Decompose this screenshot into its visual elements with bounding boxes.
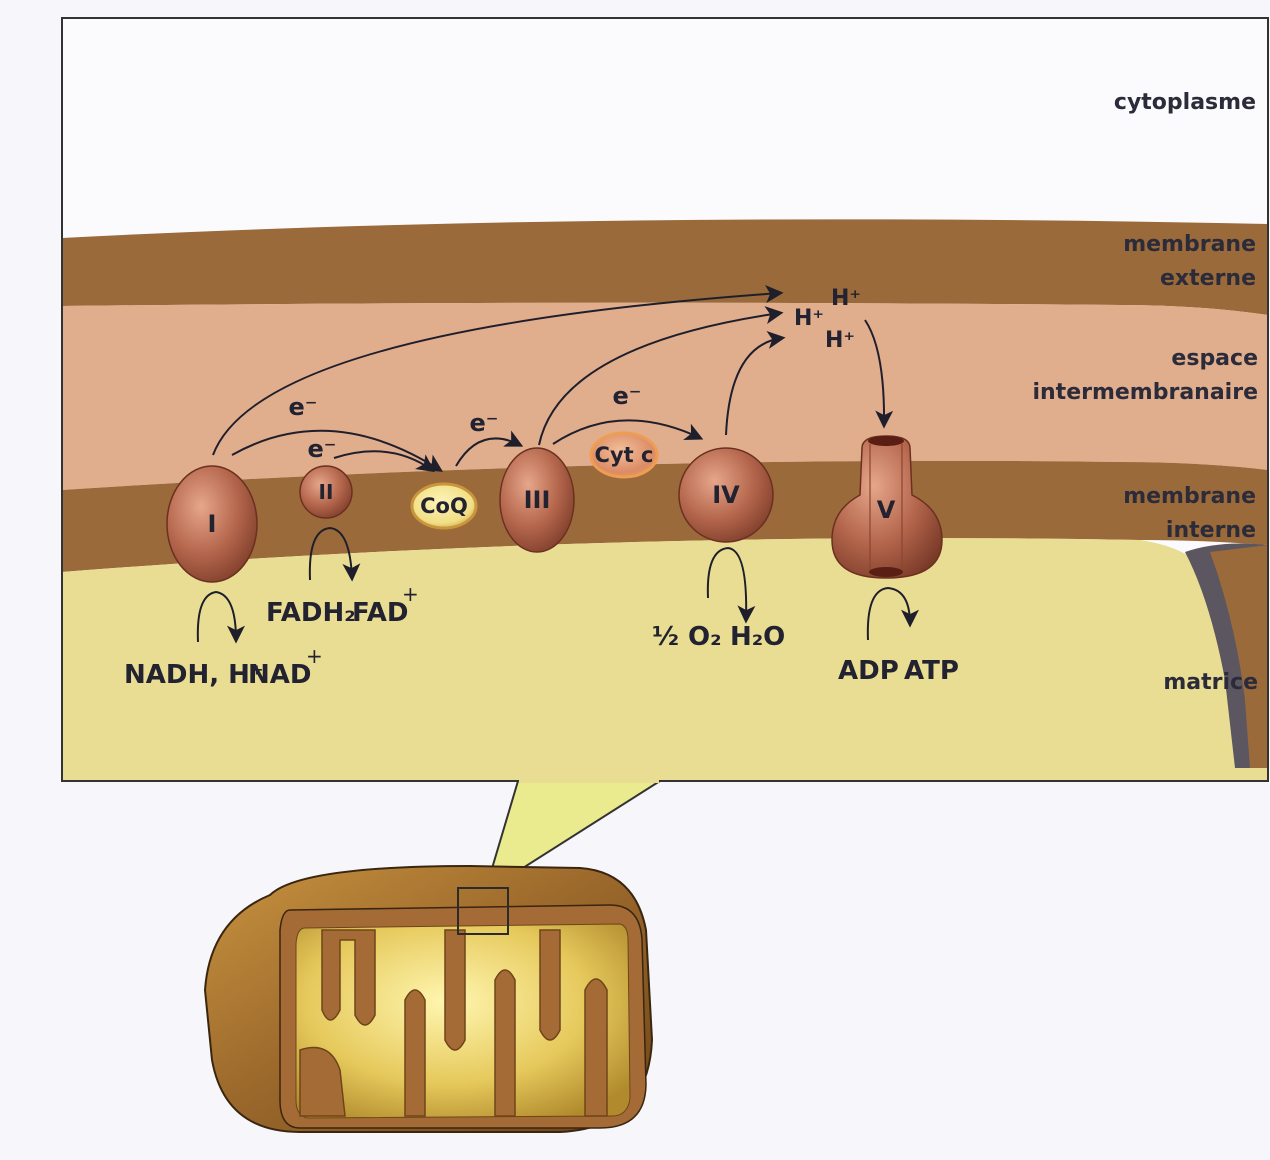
atp-label: ATP <box>904 656 959 686</box>
mitochondrion-illustration <box>205 866 652 1132</box>
intermembrane-space-label-line1: espace <box>1032 342 1258 376</box>
electron-label-4: e⁻ <box>613 382 642 410</box>
nad-plus-sign: + <box>306 644 323 668</box>
proton-label-3: H⁺ <box>825 328 855 353</box>
complex-III-label: III <box>524 486 551 514</box>
cytochrome-c-label: Cyt c <box>595 443 654 467</box>
complex-II-label: II <box>319 480 334 504</box>
outer-membrane-label-line2: externe <box>1123 262 1256 296</box>
outer-membrane-zone <box>62 219 1268 315</box>
coq-label: CoQ <box>420 494 468 518</box>
fadh2-label: FADH₂ <box>266 598 356 628</box>
outer-membrane-label: membrane externe <box>1123 228 1256 296</box>
electron-label-3: e⁻ <box>470 409 499 437</box>
fad-label: FAD <box>352 598 408 628</box>
electron-label-2: e⁻ <box>308 435 337 463</box>
complex-V-label: V <box>877 496 896 524</box>
cytoplasm-label: cytoplasme <box>1114 86 1256 120</box>
complex-I-label: I <box>208 510 217 538</box>
oxygen-label: ½ O₂ <box>652 622 721 652</box>
matrix-label: matrice <box>1163 666 1258 700</box>
inner-membrane-label-line1: membrane <box>1123 480 1256 514</box>
outer-membrane-label-line1: membrane <box>1123 228 1256 262</box>
adp-label: ADP <box>838 656 899 686</box>
inner-membrane-label-line2: interne <box>1123 514 1256 548</box>
nadh-label: NADH, H⁺ <box>124 660 264 690</box>
complex-IV-label: IV <box>712 481 740 509</box>
inner-membrane-label: membrane interne <box>1123 480 1256 548</box>
intermembrane-space-label: espace intermembranaire <box>1032 342 1258 410</box>
electron-label-1: e⁻ <box>289 393 318 421</box>
proton-label-1: H⁺ <box>794 306 824 331</box>
fad-plus-sign: + <box>402 582 419 606</box>
proton-label-2: H⁺ <box>831 286 861 311</box>
water-label: H₂O <box>730 622 785 652</box>
intermembrane-space-label-line2: intermembranaire <box>1032 376 1258 410</box>
nad-label: NAD <box>248 660 311 690</box>
